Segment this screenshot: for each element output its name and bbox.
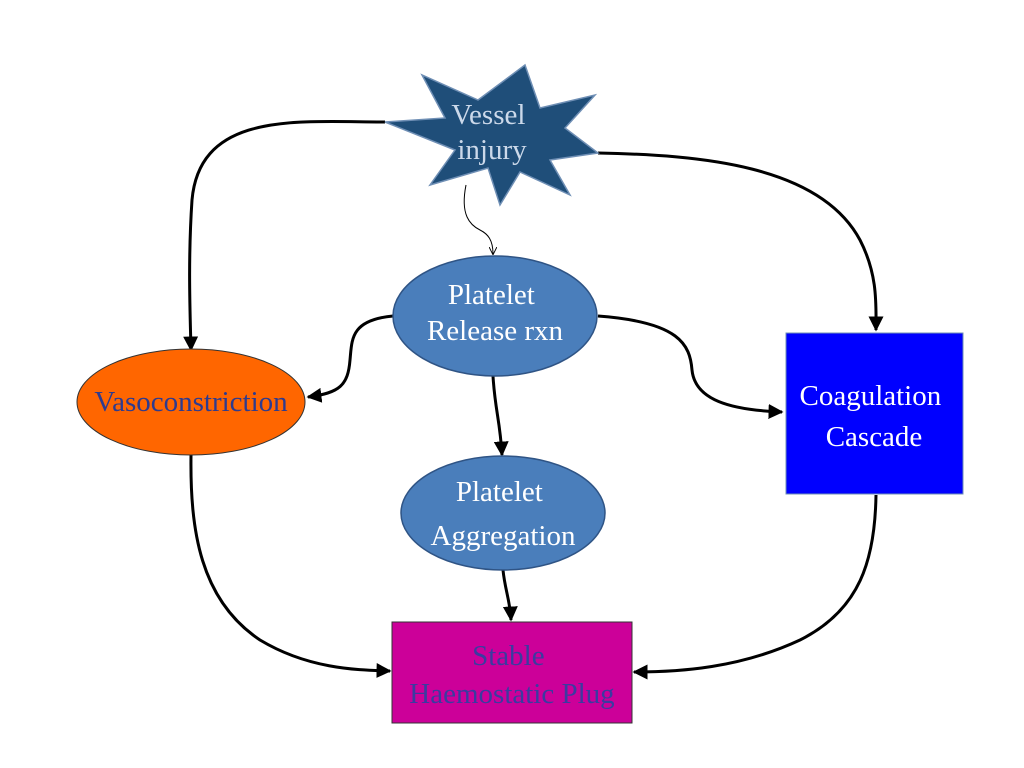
platelet-aggregation-line-2: Aggregation bbox=[431, 520, 576, 552]
edge-release-to-coagulation bbox=[597, 314, 784, 419]
svg-text:Stable Haemostatic Plug: Stable Haemostatic Plug bbox=[409, 640, 614, 710]
svg-text:Vessel injury: Vessel injury bbox=[451, 99, 532, 166]
vasoconstriction-ellipse bbox=[76, 348, 306, 456]
node-platelet-release: Platelet Release rxn bbox=[392, 255, 598, 377]
svg-text:Platelet Aggregation: Platelet Aggregation bbox=[431, 476, 576, 552]
stable-plug-box bbox=[391, 621, 633, 724]
coagulation-line-1: Coagulation bbox=[799, 380, 941, 412]
edge-vessel-to-coagulation bbox=[597, 151, 884, 332]
stable-plug-line-1: Stable bbox=[472, 640, 545, 672]
platelet-aggregation-ellipse bbox=[400, 455, 606, 571]
vessel-injury-line-2: injury bbox=[457, 134, 527, 166]
starburst-shape bbox=[384, 63, 600, 207]
node-platelet-aggregation: Platelet Aggregation bbox=[400, 455, 606, 571]
node-stable-plug: Stable Haemostatic Plug bbox=[391, 621, 633, 724]
vasoconstriction-label: Vasoconstriction bbox=[94, 386, 288, 418]
stable-plug-line-2: Haemostatic Plug bbox=[409, 678, 614, 710]
coagulation-line-2: Cascade bbox=[826, 421, 923, 453]
node-vessel-injury: Vessel injury bbox=[384, 63, 600, 207]
svg-text:Coagulation Cascade: Coagulation Cascade bbox=[799, 380, 948, 453]
platelet-release-ellipse bbox=[392, 255, 598, 377]
edge-release-to-vasoconstriction bbox=[306, 314, 394, 403]
platelet-release-line-1: Platelet bbox=[448, 279, 535, 311]
platelet-release-line-2: Release rxn bbox=[427, 315, 564, 347]
svg-text:Vasoconstriction: Vasoconstriction bbox=[94, 386, 288, 418]
edge-vasoconstriction-to-plug bbox=[189, 454, 392, 679]
edge-coagulation-to-plug bbox=[632, 494, 878, 680]
node-coagulation-cascade: Coagulation Cascade bbox=[785, 332, 964, 495]
edge-vessel-to-platelet-release bbox=[463, 184, 493, 254]
platelet-aggregation-line-1: Platelet bbox=[456, 476, 543, 508]
svg-text:Platelet Release rxn: Platelet Release rxn bbox=[427, 279, 564, 347]
edge-release-to-aggregation bbox=[491, 375, 509, 457]
coagulation-cascade-box bbox=[785, 332, 964, 495]
vessel-injury-line-1: Vessel bbox=[451, 99, 525, 131]
node-vasoconstriction: Vasoconstriction bbox=[76, 348, 306, 456]
edge-vessel-to-vasoconstriction bbox=[183, 119, 386, 352]
edges bbox=[183, 119, 884, 680]
edge-aggregation-to-plug bbox=[501, 569, 518, 622]
